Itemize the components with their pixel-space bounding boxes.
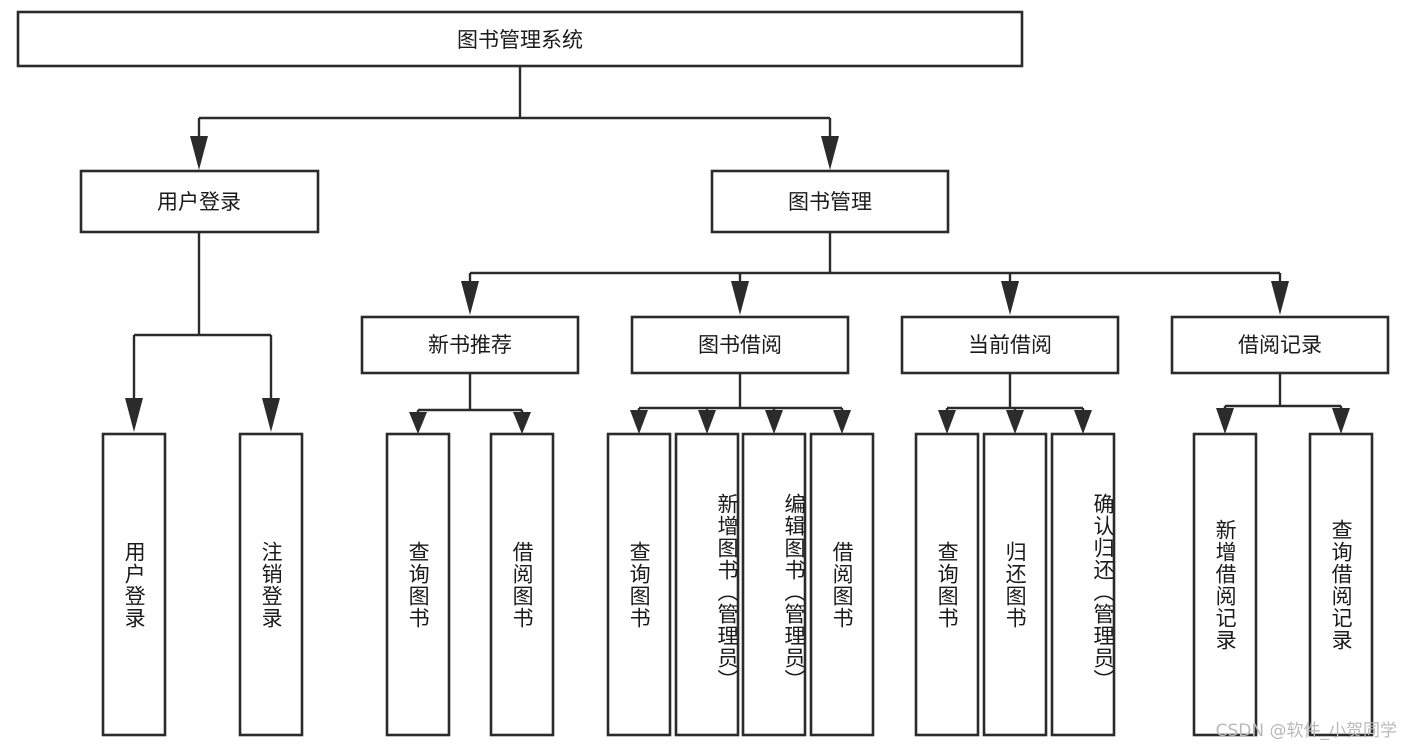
leaf-box-add-book[interactable] — [674, 432, 740, 737]
leaf-box-return-book[interactable] — [982, 432, 1048, 737]
arrow-to-borrow-record — [1271, 281, 1289, 315]
borrow-record-label: 借阅记录 — [1238, 333, 1322, 357]
user-login-box — [79, 169, 320, 234]
leaf-box-add-record[interactable] — [1192, 432, 1258, 737]
connector-new-book-recommend-to-leaves — [409, 373, 531, 434]
csdn-watermark: CSDN @软件_小贺同学 — [1215, 721, 1397, 741]
leaf-box-borrow-book-2[interactable] — [809, 432, 875, 737]
node-user-login[interactable]: 用户登录 — [79, 169, 320, 234]
arrow-to-new-book-recommend — [461, 281, 479, 315]
arrow-to-leaf-query-book-2 — [630, 410, 648, 434]
arrow-to-leaf-logout — [262, 398, 280, 432]
leaf-box-confirm-return[interactable] — [1050, 432, 1116, 737]
arrow-to-leaf-add-record — [1216, 408, 1234, 434]
arrow-to-book-borrow — [731, 281, 749, 315]
leaf-box-query-book-3[interactable] — [914, 432, 980, 737]
arrow-to-leaf-query-book-1 — [409, 412, 427, 434]
current-borrow-box — [900, 315, 1120, 375]
connector-borrow-record-to-leaves — [1216, 373, 1350, 434]
user-login-label: 用户登录 — [157, 190, 241, 214]
arrow-to-leaf-query-book-3 — [938, 410, 956, 434]
leaf-box-logout[interactable] — [238, 432, 304, 737]
book-borrow-label: 图书借阅 — [698, 333, 782, 357]
current-borrow-label: 当前借阅 — [968, 333, 1052, 357]
arrow-to-user-login — [190, 136, 208, 170]
node-root[interactable]: 图书管理系统 — [16, 10, 1024, 68]
leaf-box-query-book-2[interactable] — [606, 432, 672, 737]
connector-book-manage-to-level3 — [461, 232, 1289, 315]
node-new-book-recommend[interactable]: 新书推荐 — [360, 315, 580, 375]
arrow-to-leaf-query-record — [1332, 408, 1350, 434]
node-book-manage[interactable]: 图书管理 — [710, 169, 950, 234]
node-book-borrow[interactable]: 图书借阅 — [630, 315, 850, 375]
arrow-to-leaf-borrow-book-1 — [513, 412, 531, 434]
leaf-box-query-book-1[interactable] — [385, 432, 451, 737]
node-current-borrow[interactable]: 当前借阅 — [900, 315, 1120, 375]
arrow-to-current-borrow — [1001, 281, 1019, 315]
arrow-to-book-manage — [821, 136, 839, 170]
arrow-to-leaf-add-book — [698, 410, 716, 434]
root-box — [16, 10, 1024, 68]
leaf-box-query-record[interactable] — [1308, 432, 1374, 737]
book-manage-label: 图书管理 — [788, 190, 872, 214]
new-book-recommend-box — [360, 315, 580, 375]
node-borrow-record[interactable]: 借阅记录 — [1170, 315, 1390, 375]
connector-current-borrow-to-leaves — [938, 373, 1092, 434]
connector-root-to-level2 — [190, 66, 839, 170]
root-label: 图书管理系统 — [457, 28, 583, 52]
connector-user-login-to-leaves — [125, 232, 280, 432]
leaf-box-edit-book[interactable] — [741, 432, 807, 737]
arrow-to-leaf-user-login — [125, 398, 143, 432]
connector-book-borrow-to-leaves — [630, 373, 851, 434]
arrow-to-leaf-edit-book — [765, 410, 783, 434]
leaf-box-borrow-book-1[interactable] — [489, 432, 555, 737]
arrow-to-leaf-return-book — [1006, 410, 1024, 434]
leaf-box-user-login[interactable] — [101, 432, 167, 737]
arrow-to-leaf-borrow-book-2 — [833, 410, 851, 434]
arrow-to-leaf-confirm-return — [1074, 410, 1092, 434]
new-book-recommend-label: 新书推荐 — [428, 333, 512, 357]
